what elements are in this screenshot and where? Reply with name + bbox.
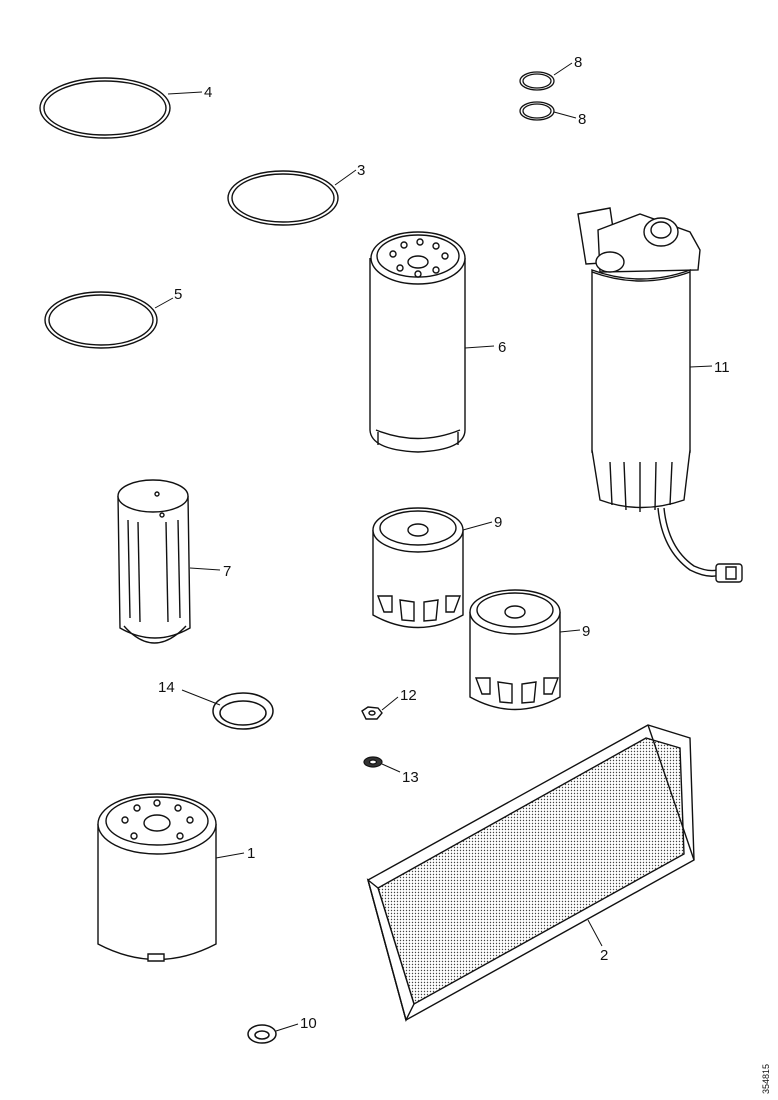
leader-line-8-lower — [553, 111, 577, 119]
sealing-ring-10 — [248, 1025, 276, 1043]
leader-line-5 — [154, 297, 174, 309]
leader-line-2 — [587, 919, 603, 947]
o-ring-8-upper — [520, 72, 554, 90]
callout-13: 13 — [402, 769, 419, 786]
washer-13 — [364, 757, 382, 767]
leader-line-12 — [381, 696, 399, 711]
oil-filter-9-lower — [470, 590, 560, 710]
seal-ring-5 — [45, 292, 157, 348]
callout-12: 12 — [400, 687, 417, 704]
leader-line-10 — [275, 1023, 299, 1032]
leader-line-4 — [167, 91, 203, 95]
leader-line-14 — [181, 689, 221, 706]
callout-11: 11 — [714, 359, 730, 376]
leader-line-1 — [215, 852, 245, 859]
callout-8-lower: 8 — [578, 111, 586, 128]
sealing-washer-14 — [213, 693, 273, 729]
callout-4: 4 — [204, 84, 212, 101]
callout-8-upper: 8 — [574, 54, 582, 71]
callout-3: 3 — [357, 162, 365, 179]
leader-line-8-upper — [553, 62, 573, 76]
seal-ring-4 — [40, 78, 170, 138]
o-ring-8-lower — [520, 102, 554, 120]
leader-line-9-lower — [559, 629, 581, 633]
oil-filter-9-upper — [373, 508, 463, 628]
panel-air-filter-2 — [368, 725, 694, 1020]
nut-12 — [362, 707, 382, 719]
callout-1: 1 — [247, 845, 255, 862]
leader-line-9-upper — [462, 521, 493, 531]
seal-ring-3 — [228, 171, 338, 225]
callout-9-lower: 9 — [582, 623, 590, 640]
spin-on-filter-1 — [98, 794, 216, 961]
filter-element-7 — [118, 480, 190, 643]
leader-line-7 — [189, 567, 221, 571]
leader-line-13 — [381, 763, 401, 773]
callout-10: 10 — [300, 1015, 317, 1032]
leader-line-3 — [334, 169, 357, 186]
callout-9-upper: 9 — [494, 514, 502, 531]
leader-lines — [154, 62, 713, 1032]
callout-5: 5 — [174, 286, 182, 303]
callout-labels: 4 3 5 8 8 6 11 7 9 9 14 12 13 1 2 10 — [158, 54, 730, 1032]
leader-line-6 — [464, 345, 495, 349]
callout-14: 14 — [158, 679, 175, 696]
leader-line-11 — [689, 365, 713, 368]
callout-6: 6 — [498, 339, 506, 356]
callout-7: 7 — [223, 563, 231, 580]
fuel-water-separator-11 — [578, 208, 742, 582]
callout-2: 2 — [600, 947, 608, 964]
filter-cartridge-6 — [370, 232, 465, 452]
drawing-reference-code: 354815 — [761, 1064, 771, 1094]
